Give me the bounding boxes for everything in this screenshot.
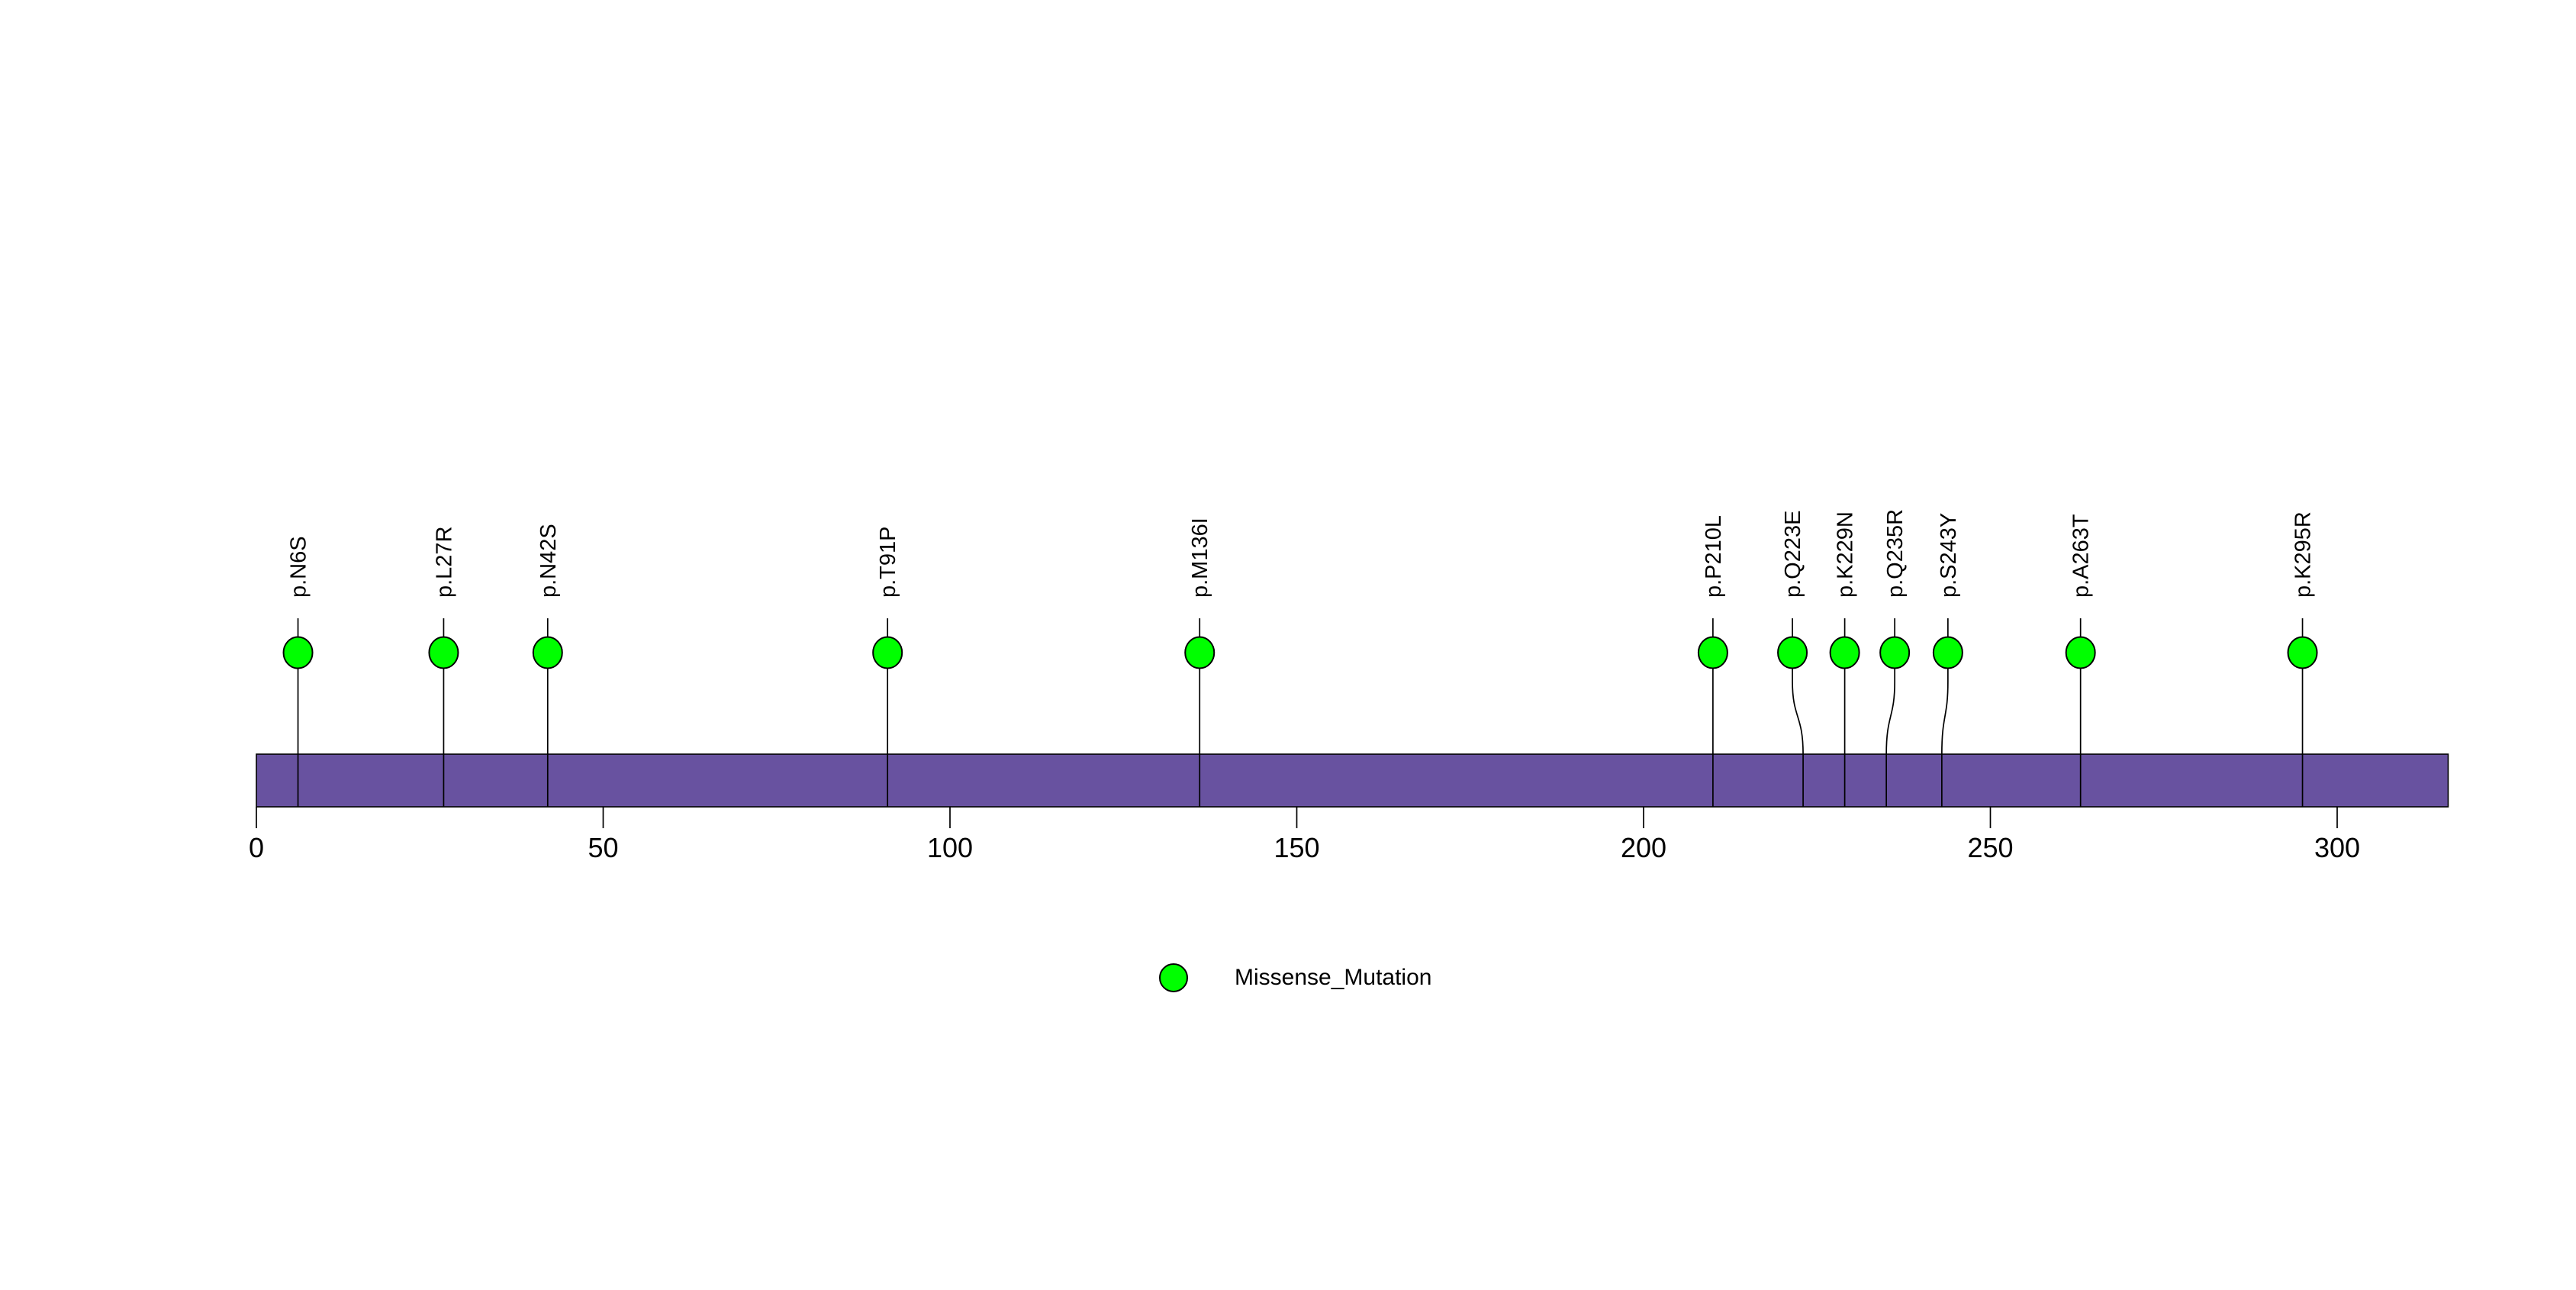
mutation-label: p.Q235R [1883,509,1908,598]
mutation-circle [1777,636,1808,669]
mutation-circle [532,636,563,669]
mutation-circle [1932,636,1963,669]
mutation-label: p.S243Y [1937,513,1961,598]
mutation-stem [1941,618,1949,807]
x-axis-tick-label: 100 [927,832,973,863]
mutation-stem [1792,618,1804,807]
mutation-circle [282,636,314,669]
mutation-label: p.L27R [432,526,456,598]
x-axis-tick-label: 150 [1274,832,1319,863]
mutation-label: p.A263T [2069,514,2094,598]
mutation-label: p.N42S [536,524,561,598]
mutation-circle [1879,636,1911,669]
mutation-stem [1885,618,1895,807]
legend: Missense_Mutation [1159,963,1431,992]
mutation-circle [1829,636,1860,669]
mutation-label: p.K295R [2291,511,2316,598]
protein-domain-bar [256,753,2449,808]
mutation-circle [2287,636,2318,669]
mutation-circle [1184,636,1216,669]
legend-missense-label: Missense_Mutation [1235,965,1432,990]
mutation-label: p.T91P [876,527,900,598]
x-axis-tick-label: 50 [588,832,618,863]
x-axis-tick-label: 250 [1967,832,2013,863]
mutation-circle [872,636,903,669]
x-axis-tick-label: 200 [1621,832,1666,863]
mutation-label: p.Q223E [1781,511,1805,598]
mutation-label: p.P210L [1702,515,1726,598]
mutation-circle [1697,636,1728,669]
legend-missense-swatch-icon [1159,963,1188,992]
mutation-circle [2065,636,2096,669]
mutation-label: p.N6S [287,536,311,598]
mutation-label: p.M136I [1188,518,1212,598]
mutation-label: p.K229N [1834,511,1858,598]
x-axis-tick-label: 0 [249,832,264,863]
mutation-circle [428,636,459,669]
x-axis-tick-label: 300 [2314,832,2360,863]
